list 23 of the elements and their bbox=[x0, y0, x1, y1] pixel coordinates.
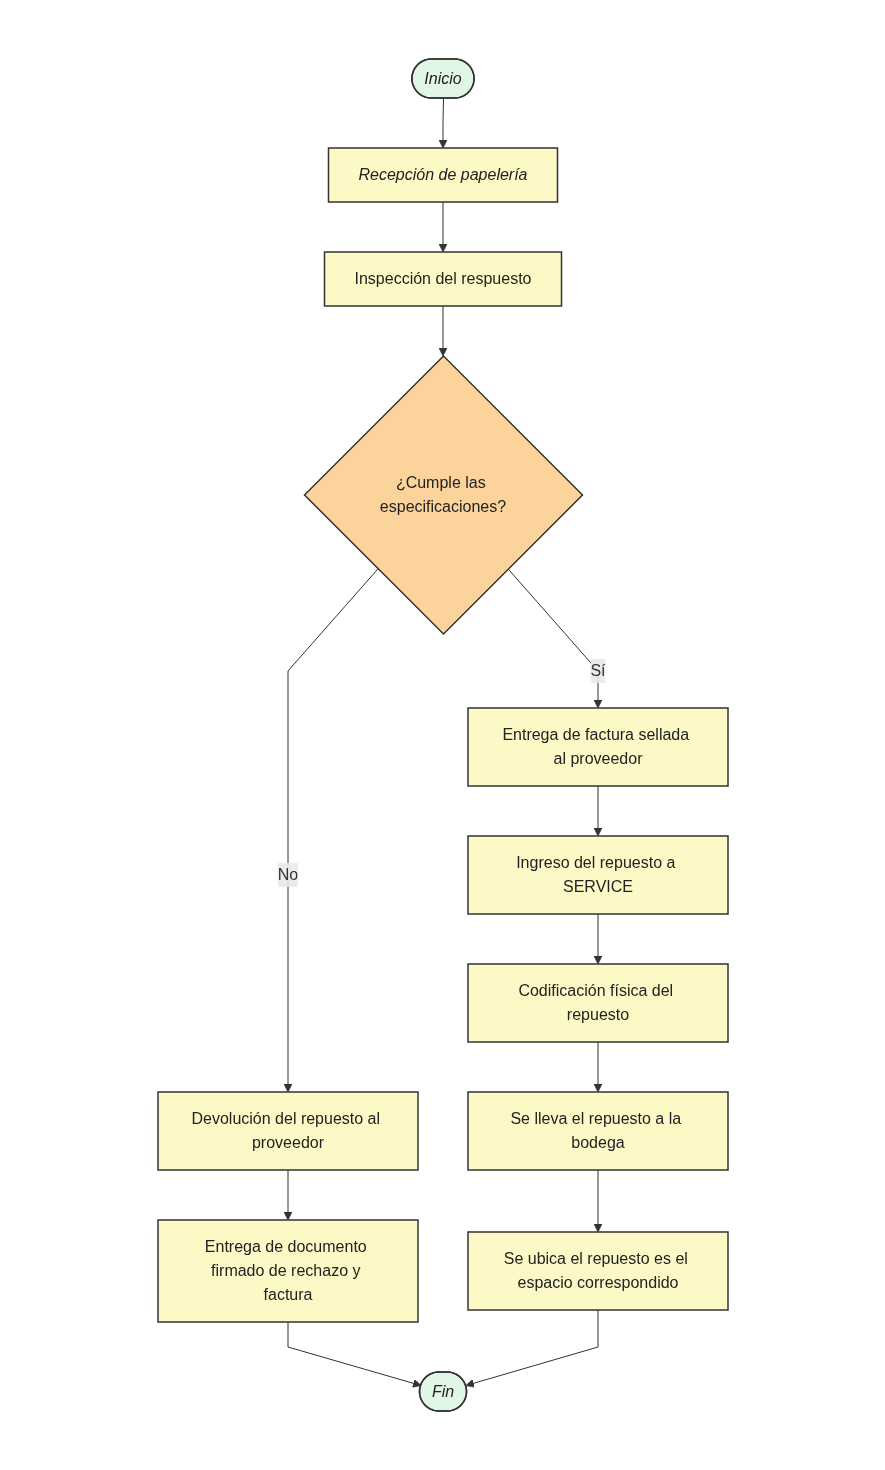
arrow bbox=[507, 568, 602, 709]
node-box: Recepción de papelería bbox=[327, 147, 558, 203]
node-box: Entrega de documento firmado de rechazo y factura bbox=[156, 1219, 419, 1323]
node-diamond: ¿Cumple las especificaciones? bbox=[302, 354, 584, 636]
edge-label: Sí bbox=[589, 662, 606, 679]
arrow bbox=[438, 305, 447, 357]
node-box: Ingreso del repuesto a SERVICE bbox=[466, 835, 729, 915]
arrow bbox=[283, 568, 378, 1093]
node-box: Entrega de factura sellada al proveedor bbox=[466, 707, 729, 787]
arrow bbox=[593, 785, 602, 837]
node-box: Devolución del repuesto al proveedor bbox=[156, 1091, 419, 1171]
arrow bbox=[593, 1169, 602, 1233]
node-box: Codificación física del repuesto bbox=[466, 963, 729, 1043]
node-box: Inspección del respuesto bbox=[323, 251, 562, 307]
arrow bbox=[593, 913, 602, 965]
arrow bbox=[283, 1169, 292, 1221]
arrow bbox=[287, 1321, 421, 1388]
arrow bbox=[593, 1041, 602, 1093]
edge-label: No bbox=[277, 866, 298, 883]
arrow bbox=[438, 201, 447, 253]
node-box: Se lleva el repuesto a la bodega bbox=[466, 1091, 729, 1171]
node-box: Se ubica el repuesto es el espacio correspondido bbox=[466, 1231, 729, 1311]
arrow bbox=[465, 1309, 598, 1388]
